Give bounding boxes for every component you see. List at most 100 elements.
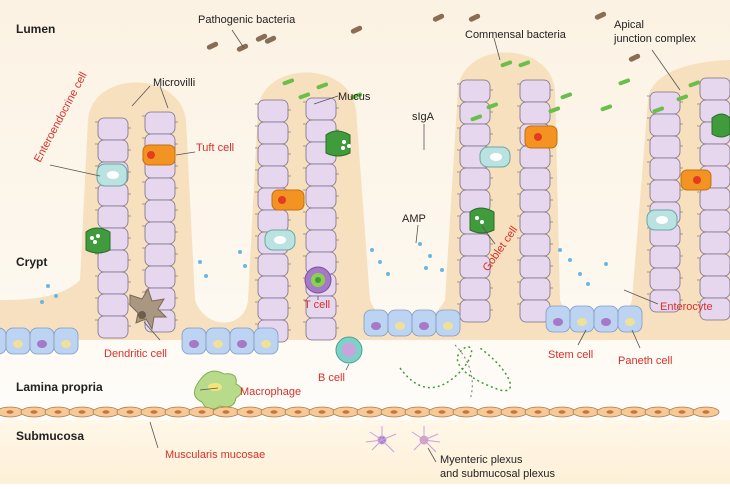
enterocyte — [519, 189, 551, 213]
smooth-muscle-nucleus — [414, 410, 422, 414]
amp-particle — [198, 260, 202, 264]
amp-particle — [54, 294, 58, 298]
amp-particle — [568, 258, 572, 262]
amp-particle — [238, 250, 242, 254]
tuft-cell — [680, 169, 712, 191]
enteroendocrine-cell — [646, 209, 678, 231]
enterocyte — [459, 299, 491, 323]
label-myenteric-plexus-2: and submucosal plexus — [440, 468, 555, 480]
enteroendocrine-cell — [96, 163, 128, 187]
enterocyte — [257, 121, 289, 145]
enterocyte — [305, 317, 337, 341]
stem-cell-nucleus — [553, 318, 563, 326]
amp-particle — [40, 300, 44, 304]
stem-cell-nucleus — [601, 318, 611, 326]
commensal-bacterium — [600, 104, 613, 112]
amp-particle — [604, 262, 608, 266]
amp-particle — [370, 248, 374, 252]
label-myenteric-plexus-1: Myenteric plexus — [440, 454, 523, 466]
paneth-cell-nucleus — [577, 318, 587, 326]
smooth-muscle-nucleus — [150, 410, 158, 414]
goblet-cell — [325, 130, 351, 157]
commensal-bacterium — [500, 60, 513, 68]
pathogenic-bacterium — [350, 25, 363, 34]
smooth-muscle-nucleus — [174, 410, 182, 414]
paneth-cell-nucleus — [395, 322, 405, 330]
nerve-fiber — [399, 346, 511, 392]
smooth-muscle-nucleus — [294, 410, 302, 414]
enterocyte — [699, 253, 730, 277]
region-submucosa: Submucosa — [16, 429, 84, 443]
goblet-cell — [711, 113, 730, 138]
smooth-muscle-nucleus — [558, 410, 566, 414]
tuft-cell — [524, 125, 558, 149]
smooth-muscle-nucleus — [78, 410, 86, 414]
b-cell — [335, 336, 363, 364]
label-siga: sIgA — [412, 111, 435, 123]
smooth-muscle-nucleus — [606, 410, 614, 414]
smooth-muscle-nucleus — [390, 410, 398, 414]
enterocyte — [97, 249, 129, 273]
amp-particle — [558, 248, 562, 252]
smooth-muscle-nucleus — [342, 410, 350, 414]
stem-cell — [0, 327, 7, 355]
label-mucus: Mucus — [338, 91, 371, 103]
enterocyte — [519, 167, 551, 191]
stem-cell-nucleus — [371, 322, 381, 330]
smooth-muscle-nucleus — [222, 410, 230, 414]
enterocyte — [459, 167, 491, 191]
pathogenic-bacterium — [264, 35, 277, 44]
enterocyte — [519, 299, 551, 323]
enterocyte — [257, 297, 289, 321]
enterocyte — [144, 265, 176, 289]
smooth-muscle-nucleus — [318, 410, 326, 414]
smooth-muscle-nucleus — [102, 410, 110, 414]
commensal-bacterium — [486, 102, 499, 110]
enterocyte — [144, 243, 176, 267]
amp-particle — [204, 274, 208, 278]
enterocyte — [97, 117, 129, 141]
smooth-muscle-nucleus — [510, 410, 518, 414]
commensal-bacterium — [470, 114, 483, 122]
enterocyte — [97, 205, 129, 229]
bacteria-group — [206, 11, 701, 122]
enteroendocrine-cell — [264, 229, 296, 251]
enterocyte — [459, 79, 491, 103]
stem-cell-nucleus — [189, 340, 199, 348]
enterocyte — [649, 157, 681, 181]
paneth-cell-nucleus — [625, 318, 635, 326]
enterocyte — [97, 139, 129, 163]
smooth-muscle-nucleus — [678, 410, 686, 414]
smooth-muscle-nucleus — [438, 410, 446, 414]
paneth-cell-nucleus — [13, 340, 23, 348]
label-stem-cell: Stem cell — [548, 349, 593, 361]
commensal-bacterium — [282, 78, 295, 86]
label-amp: AMP — [402, 213, 426, 225]
label-t-cell: T cell — [304, 299, 330, 311]
label-commensal-bacteria: Commensal bacteria — [465, 29, 567, 41]
enterocyte — [519, 79, 551, 103]
stem-cell-nucleus — [37, 340, 47, 348]
enterocyte — [699, 297, 730, 321]
enterocyte — [649, 245, 681, 269]
smooth-muscle-nucleus — [462, 410, 470, 414]
label-apical-junction-2: junction complex — [613, 33, 696, 45]
commensal-bacterium — [618, 78, 631, 86]
commensal-bacterium — [548, 106, 561, 114]
amp-particle — [440, 268, 444, 272]
enterocyte — [257, 143, 289, 167]
label-enterocyte: Enterocyte — [660, 301, 713, 313]
enterocyte — [699, 143, 730, 167]
goblet-cell — [469, 207, 495, 234]
smooth-muscle-nucleus — [582, 410, 590, 414]
enterocyte — [305, 229, 337, 253]
enterocyte — [305, 207, 337, 231]
enterocyte — [519, 145, 551, 169]
amp-particle — [586, 282, 590, 286]
commensal-bacterium — [350, 92, 363, 100]
commensal-bacterium — [316, 82, 329, 90]
label-microvilli: Microvilli — [153, 77, 195, 89]
pathogenic-bacterium — [255, 33, 268, 42]
stem-cell-nucleus — [419, 322, 429, 330]
